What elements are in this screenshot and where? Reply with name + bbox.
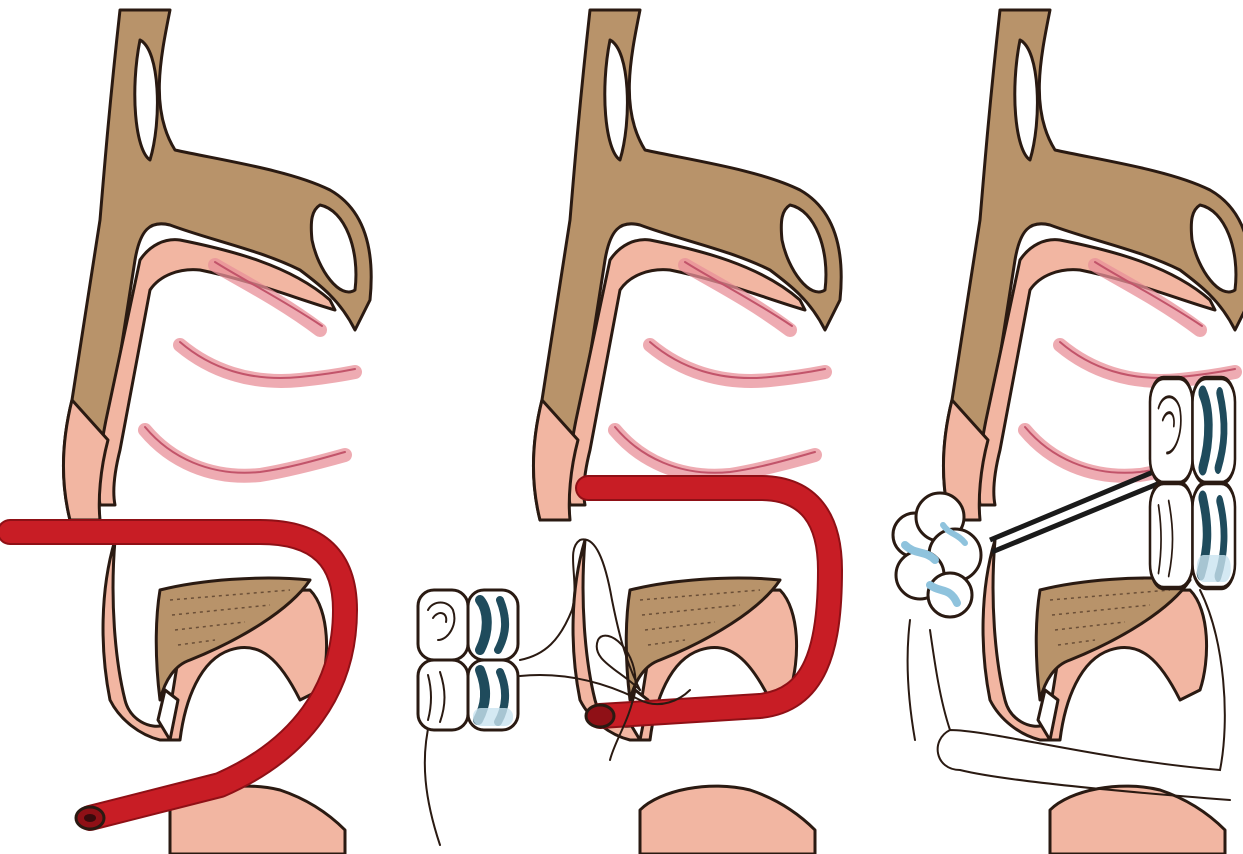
rolled-gauze-pack-icon-2: [1150, 378, 1235, 588]
nasal-section-2: [533, 10, 841, 854]
rolled-gauze-pack-icon: [418, 590, 518, 730]
pack-string-upper: [990, 465, 1170, 540]
panel-3-pack-in-place: [893, 10, 1243, 854]
catheter-lumen-1: [84, 814, 96, 822]
anterior-tail-2: [930, 630, 950, 730]
pack-thread-tail: [425, 720, 440, 845]
catheter-tip-2: [586, 705, 614, 727]
panel-1-catheter-insertion: [10, 10, 371, 854]
panel-2-pack-attached: [418, 10, 841, 854]
anterior-tail-1: [908, 620, 915, 740]
nasal-section-1: [63, 10, 371, 854]
posterior-gauze-pack: [1150, 378, 1235, 588]
pack-string-lower: [992, 478, 1172, 552]
